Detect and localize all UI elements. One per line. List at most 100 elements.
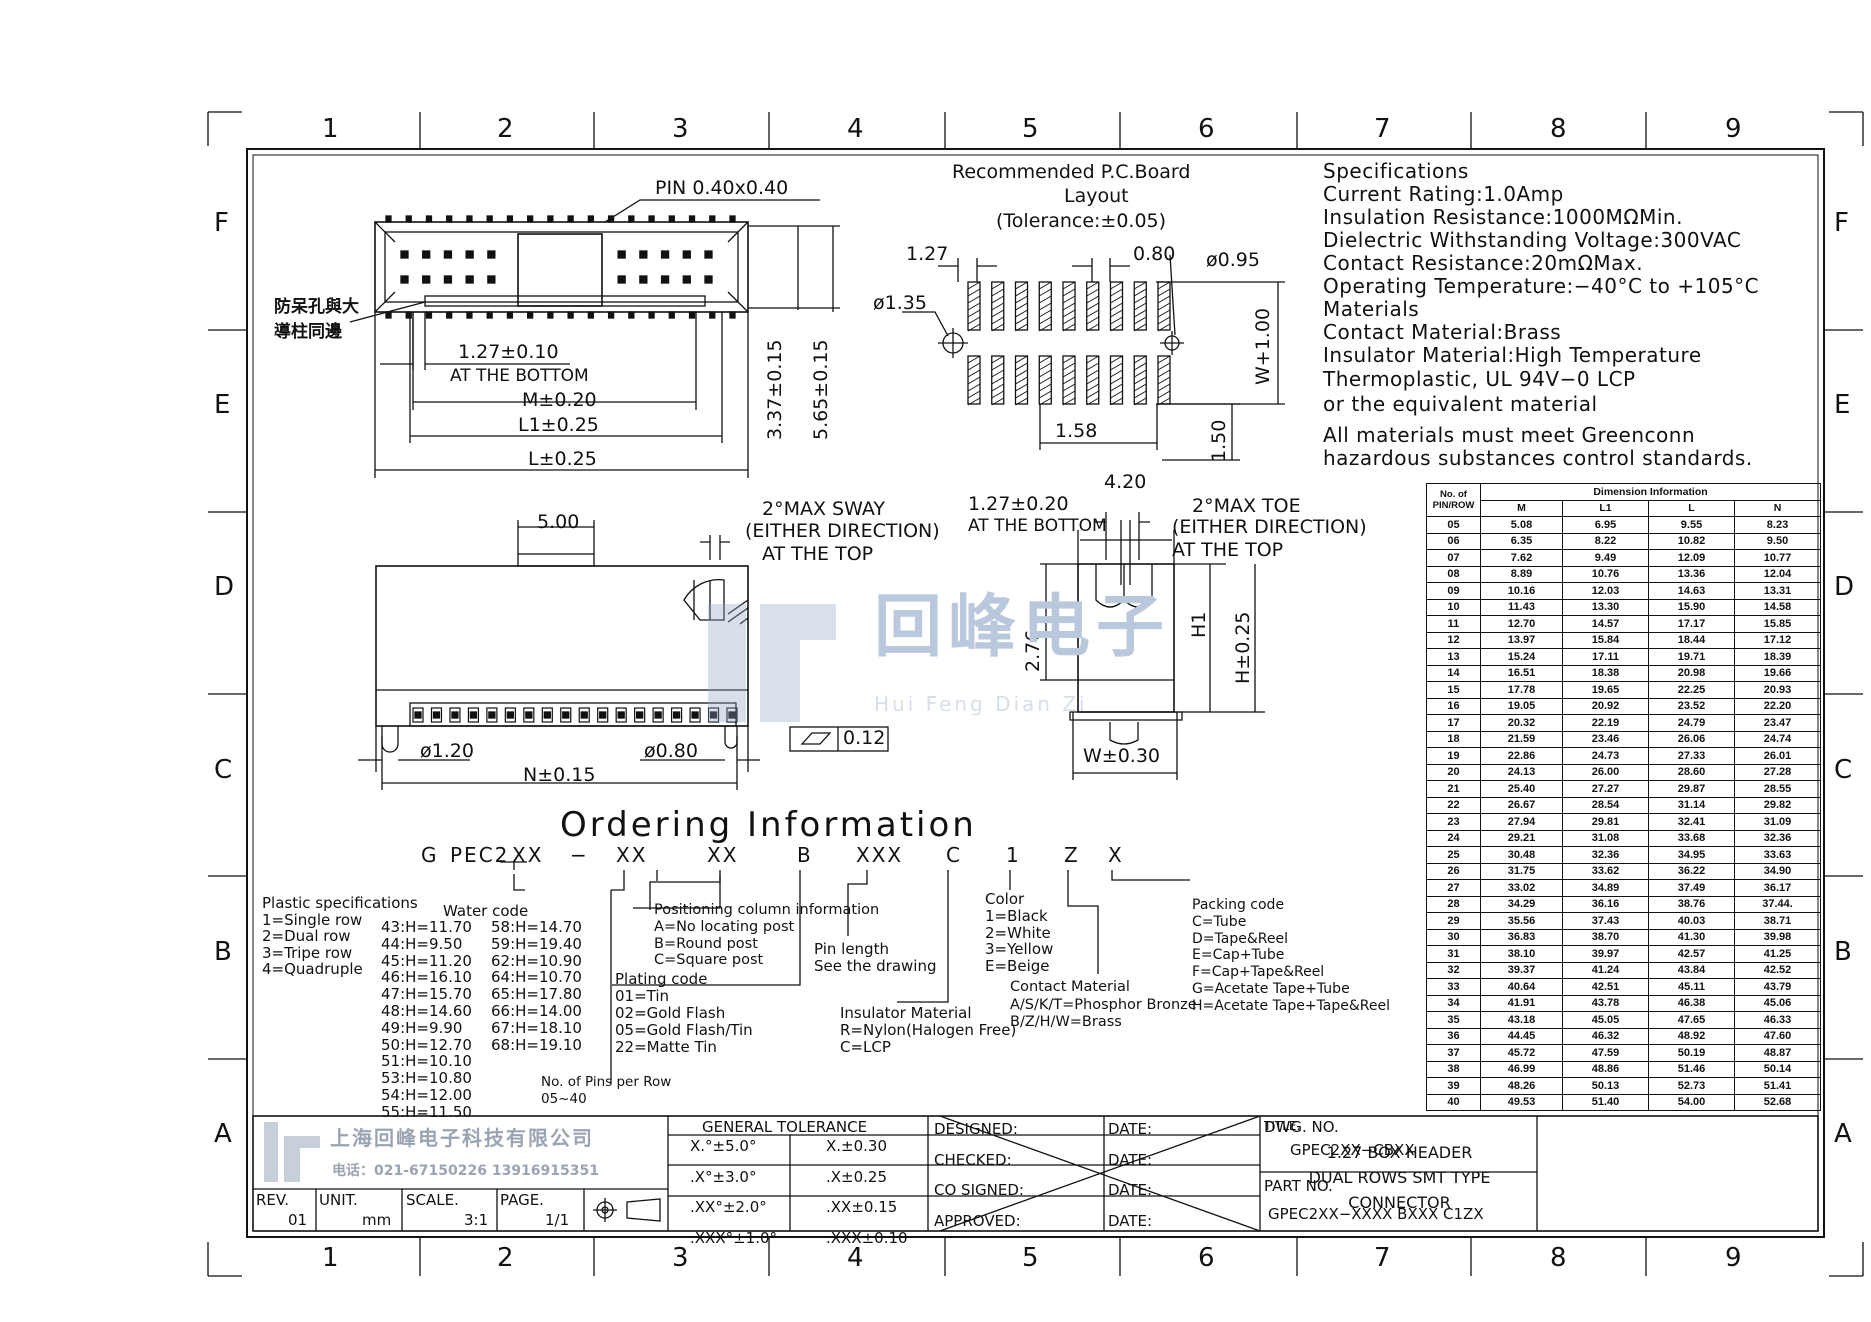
- table-cell: 17.11: [1562, 648, 1649, 666]
- tol-angle-0: X.°±5.0°: [690, 1137, 757, 1155]
- table-cell: 29.87: [1648, 780, 1735, 798]
- tol-linear-2: .XX±0.15: [826, 1198, 898, 1216]
- plastic-spec-1: 1=Single row: [262, 910, 363, 929]
- pins-per-row-1: 05~40: [541, 1091, 587, 1107]
- table-cell: 37.49: [1648, 879, 1735, 897]
- table-cell: 47.60: [1733, 1027, 1822, 1045]
- signoff-3: APPROVED:: [934, 1211, 1021, 1230]
- spec-line-3: Dielectric Withstanding Voltage:300VAC: [1323, 228, 1742, 252]
- table-cell: 31.08: [1562, 829, 1649, 847]
- table-cell: 14.57: [1562, 615, 1649, 633]
- spec-line-10: or the equivalent material: [1323, 392, 1598, 416]
- table-cell: 38.10: [1480, 945, 1563, 963]
- spec-line-5: Operating Temperature:−40°C to +105°C: [1323, 274, 1760, 298]
- water-code-a-10: 54:H=12.00: [381, 1086, 472, 1104]
- table-cell: 17: [1426, 714, 1481, 732]
- table-cell: 13: [1426, 648, 1481, 666]
- table-cell: 44.45: [1480, 1027, 1563, 1045]
- front-top-width-dim: 5.00: [537, 511, 580, 533]
- table-cell: 22.25: [1648, 681, 1735, 699]
- table-cell: 29.82: [1733, 796, 1822, 814]
- zone-row-right-D: D: [1834, 572, 1855, 602]
- table-cell: 40: [1426, 1093, 1481, 1111]
- spec-line-4: Contact Resistance:20mΩMax.: [1323, 251, 1644, 275]
- tol-angle-3: .XXX°±1.0°: [690, 1228, 778, 1247]
- scale-value: 3:1: [464, 1211, 489, 1229]
- table-cell: 34.90: [1733, 862, 1822, 880]
- water-code-b-7: 68:H=19.10: [491, 1035, 582, 1054]
- table-cell: 14.58: [1733, 598, 1822, 616]
- spec-line-0: Specifications: [1323, 159, 1469, 183]
- code-part-0: G: [421, 843, 439, 867]
- table-cell: 13.30: [1562, 598, 1649, 616]
- tol-angle-2: .XX°±2.0°: [690, 1198, 767, 1216]
- table-cell: 33.62: [1562, 862, 1649, 880]
- pin-length-0: Pin length: [814, 940, 889, 958]
- signoff-0: DESIGNED:: [934, 1120, 1018, 1138]
- table-cell: 10.16: [1480, 582, 1563, 600]
- n-dimension: N±0.15: [523, 764, 596, 786]
- table-cell: 8.22: [1562, 532, 1649, 550]
- table-cell: 16: [1426, 697, 1481, 715]
- table-cell: 10: [1426, 598, 1481, 616]
- table-cell: 48.92: [1648, 1027, 1735, 1045]
- plating-code-0: Plating code: [615, 970, 708, 988]
- zone-col-bottom-2: 2: [497, 1243, 514, 1273]
- signoff-1: CHECKED:: [934, 1150, 1012, 1169]
- table-cell: 23: [1426, 813, 1481, 831]
- table-cell: 22: [1426, 796, 1481, 814]
- positioning-info-3: C=Square post: [654, 952, 764, 969]
- table-cell: 14.63: [1648, 582, 1735, 600]
- zone-col-labels-top: [0, 114, 1871, 144]
- packing-code-0: Packing code: [1192, 897, 1285, 913]
- table-cell: 8.89: [1480, 565, 1563, 583]
- zone-row-left-D: D: [214, 572, 235, 602]
- water-code-a-11: 55:H=11.50: [381, 1102, 472, 1121]
- table-cell: 19.05: [1480, 697, 1563, 715]
- table-cell: 25.40: [1480, 780, 1563, 798]
- table-cell: 20.32: [1480, 714, 1563, 732]
- table-cell: 39.37: [1480, 961, 1563, 979]
- zone-row-right-E: E: [1834, 390, 1851, 420]
- toe-note-line3: AT THE TOP: [1172, 539, 1284, 561]
- plating-code-1: 01=Tin: [615, 987, 670, 1005]
- table-cell: 50.19: [1648, 1044, 1735, 1062]
- table-cell: 43.79: [1733, 978, 1822, 996]
- water-code-a-5: 48:H=14.60: [381, 1002, 472, 1020]
- pin-size-label: PIN 0.40x0.40: [655, 177, 789, 199]
- table-cell: 21: [1426, 780, 1481, 798]
- table-cell: 40.64: [1480, 978, 1563, 996]
- table-cell: 41.25: [1733, 945, 1822, 963]
- table-cell: 51.40: [1562, 1093, 1649, 1111]
- table-cell: 32.36: [1562, 846, 1649, 864]
- table-cell: 46.38: [1648, 994, 1735, 1012]
- table-cell: 27.27: [1562, 780, 1649, 798]
- zone-col-bottom-3: 3: [672, 1243, 689, 1273]
- table-cell: 19.66: [1733, 664, 1822, 682]
- title-label: TITLE.: [1264, 1119, 1301, 1133]
- color-code-3: 3=Yellow: [985, 940, 1054, 959]
- table-cell: 5.08: [1480, 516, 1563, 534]
- spec-line-8: Insulator Material:High Temperature: [1323, 343, 1702, 367]
- rev-label: REV.: [256, 1191, 289, 1209]
- pcb-pad-width-dim: 0.80: [1133, 243, 1176, 265]
- table-cell: 46.33: [1733, 1011, 1822, 1029]
- zone-row-right-C: C: [1834, 755, 1853, 785]
- table-cell: 51.46: [1648, 1060, 1735, 1078]
- height-337-dim: 3.37±0.15: [764, 339, 786, 440]
- zone-col-bottom-4: 4: [847, 1243, 864, 1273]
- side-pitch-note: AT THE BOTTOM: [968, 516, 1107, 536]
- table-cell: 12: [1426, 631, 1481, 649]
- table-cell: 12.70: [1480, 615, 1563, 633]
- table-cell: 37.43: [1562, 912, 1649, 930]
- side-w-dim: W±0.30: [1083, 745, 1161, 767]
- table-cell: 20.92: [1562, 697, 1649, 715]
